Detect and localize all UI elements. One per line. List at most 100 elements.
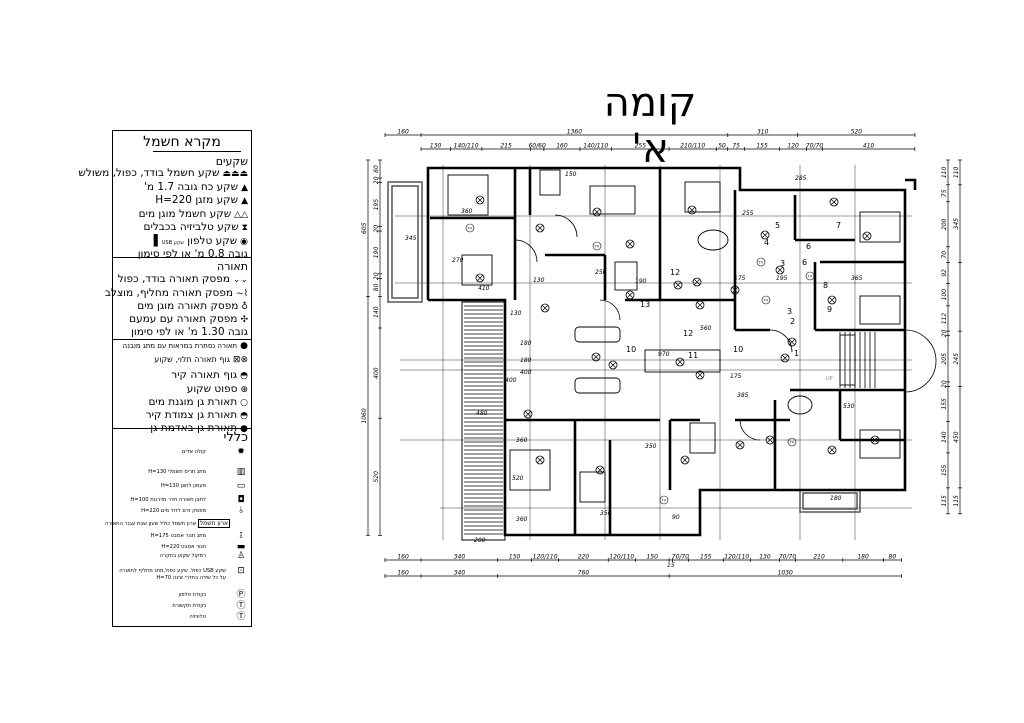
grid-lines [395, 165, 912, 540]
room-dimension: 530 [843, 403, 855, 410]
dimension-label: 245 [953, 353, 960, 365]
bath-heater-switch-icon: ⫱ [239, 531, 243, 541]
room-number: 9 [827, 305, 832, 314]
room-dimension: 365 [851, 275, 863, 282]
ceiling-light-icon [692, 277, 702, 287]
ceiling-light-icon [829, 197, 839, 207]
shower [579, 471, 606, 503]
legend-item: ♙רמקול שקוע בתקרה [113, 552, 248, 561]
power-socket-icon: ▲ [241, 183, 248, 193]
socket-single-double-triple-icon: ⏏⏏⏏ [222, 169, 248, 179]
sofa [574, 377, 621, 394]
room-dimension: 180 [520, 357, 532, 364]
legend-title-underline [153, 151, 241, 152]
ceiling-light-icon [540, 303, 550, 313]
dimension-label: 160 [397, 129, 409, 136]
dimension-label: 310 [757, 129, 769, 136]
dimension-label: 605 [361, 222, 368, 234]
dimension-label: 1360 [567, 129, 582, 136]
legend-title: מקרא חשמל [143, 134, 221, 150]
tv-point-icon: TV [756, 257, 766, 267]
switch-single-double-icon: ⌄⌄ [232, 275, 248, 285]
dimension-label: 20 [373, 176, 380, 184]
room-dimension: 175 [734, 275, 746, 282]
dimension-label: 160 [556, 143, 568, 150]
garden-wall-light-icon: ◓ [240, 411, 248, 421]
dimension-label: 110 [953, 166, 960, 178]
room-number: 5 [775, 221, 780, 230]
dimension-label: 155 [941, 464, 948, 476]
phone-socket-icon: ◉ [240, 237, 248, 247]
legend-item: ⫱מתג תנור אמבט H=175 [113, 531, 248, 541]
dimension-label: 190 [373, 247, 380, 259]
wall-light-icon: ◓ [240, 371, 248, 381]
ceiling-light-icon [535, 223, 545, 233]
ceiling-light-icon [695, 300, 705, 310]
svg-text:TV: TV [789, 441, 795, 445]
extractor-hood-icon: ✹ [237, 447, 245, 457]
stairs-up-label: UP [826, 376, 833, 382]
room-dimension: 345 [405, 235, 417, 242]
room-number: 11 [688, 351, 698, 360]
ceiling-light-icon [862, 231, 872, 241]
room-dimension: 285 [795, 175, 807, 182]
pendant-recessed-light-icon: ⊗⊠ [232, 355, 248, 365]
stair-light-button-icon: ◘ [237, 495, 245, 505]
ceiling-light-icon [687, 205, 697, 215]
room-dimension: 360 [516, 437, 528, 444]
room-number: 1 [794, 349, 799, 358]
legend-item: ◓גוף תאורה קיר [171, 369, 248, 381]
tv-point-icon: TV [761, 295, 771, 305]
dimension-label: 160 [397, 554, 409, 561]
ceiling-light-icon [475, 195, 485, 205]
dimension-label: 80 [889, 554, 897, 561]
shutter-switch-icon: ▥ [236, 467, 246, 477]
dimension-label: 70/70 [806, 143, 823, 150]
dimension-label: 140 [941, 431, 948, 443]
waterproof-socket-icon: △△ [234, 210, 248, 220]
svg-text:TV: TV [763, 299, 769, 303]
svg-text:TV: TV [594, 245, 600, 249]
ceiling-light-icon [675, 357, 685, 367]
bed [509, 449, 551, 491]
dimension-label: 20 [373, 225, 380, 233]
room-dimension: 350 [645, 443, 657, 450]
dining-table [644, 349, 721, 373]
legend-item: △△שקע חשמל מוגן מים [138, 208, 248, 220]
legend-item: ⏏⏏⏏שקע חשמל בודד, כפול, משולש [78, 167, 248, 179]
electric-cabinet-icon: ארון חשמל [197, 519, 230, 528]
dimension-label: 20 [373, 272, 380, 280]
ceiling-light-icon [680, 455, 690, 465]
legend-item: ▭פעמון לחצן H=130 [113, 482, 248, 491]
room-dimension: 250 [595, 269, 607, 276]
room-dimension: 150 [565, 171, 577, 178]
dimension-label: 70 [941, 251, 948, 259]
sockets-heading: שקעים [215, 155, 248, 168]
dimension-label: 155 [756, 143, 768, 150]
legend-item: ✹קולט אדים [113, 447, 248, 457]
dimension-label: 70/70 [672, 554, 689, 561]
bed [859, 295, 901, 325]
room-dimension: 350 [600, 510, 612, 517]
tv-socket-icon: ⧗ [241, 223, 248, 233]
dimension-label: 520 [373, 471, 380, 483]
legend-item: ⊡שקע USB כפול, שקע כפול,מתג מחליף לתאורה [113, 567, 248, 576]
telephone-point-icon: Ⓟ [236, 590, 246, 600]
room-number: 13 [640, 300, 650, 309]
room-number: 2 [790, 317, 795, 326]
ceiling-light-icon [787, 337, 797, 347]
legend-item: ◓תאורת גן צמודת קיר [145, 409, 248, 421]
room-number: 4 [764, 238, 769, 247]
legend-item: ▥מתג תריס חשמלי H=130 [113, 467, 248, 477]
dimension-label: 75 [941, 189, 948, 197]
bed [684, 181, 721, 213]
furniture [447, 169, 901, 503]
dimension-label: 140/110 [454, 143, 479, 150]
ceiling-light-icon [625, 239, 635, 249]
room-dimension: 385 [737, 392, 749, 399]
legend-item: ▲שקע כח גובה 1.7 מ' [144, 181, 248, 193]
dimension-label: 92 [941, 269, 948, 277]
